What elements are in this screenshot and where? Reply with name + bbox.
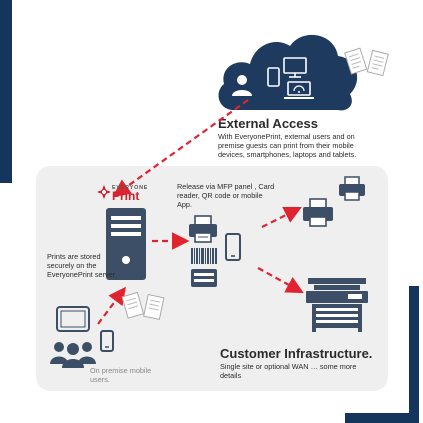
smartphone-icon [225,233,241,261]
tablet-icon [56,306,90,332]
frame-bar-right [409,286,419,423]
document-icon [344,47,389,77]
group-users-icon [50,342,96,368]
document-icon [121,291,165,320]
printer-icon [189,215,217,243]
mobile-users-label: On premise mobile users. [90,366,152,385]
frame-bar-left [0,0,12,183]
mfp-copier-icon [306,278,368,332]
printer-icon [339,176,365,201]
laptop-icon [284,81,314,99]
card-reader-icon [191,269,217,287]
everyoneprint-logo-icon [97,185,111,199]
customer-infrastructure-title: Customer Infrastructure. [220,346,373,361]
monitor-icon [283,57,307,78]
barcode-icon [191,248,217,264]
smartphone-icon [100,330,114,352]
logo-top-text: EVERYONE [112,185,149,191]
release-description: Release via MFP panel , Card reader, QR … [177,182,275,210]
customer-infrastructure-description: Single site or optional WAN … some more … [220,362,357,381]
external-access-title: External Access [218,116,318,131]
server-tower-icon [106,208,146,280]
arrow-release-to-printer [261,207,302,228]
smartphone-icon [267,67,280,87]
server-storage-description: Prints are stored securely on the Everyo… [47,252,116,280]
arrow-release-to-mfp [257,267,304,294]
user-icon [232,75,252,96]
external-access-description: With EveryonePrint, external users and o… [218,132,357,160]
arrow-cloud-to-server [112,99,249,197]
cloud-icon [218,34,358,111]
logo-main-text: Print [112,189,140,203]
frame-bar-bottom [345,413,415,423]
printer-icon [303,198,333,227]
arrow-devices-to-server [97,286,126,325]
